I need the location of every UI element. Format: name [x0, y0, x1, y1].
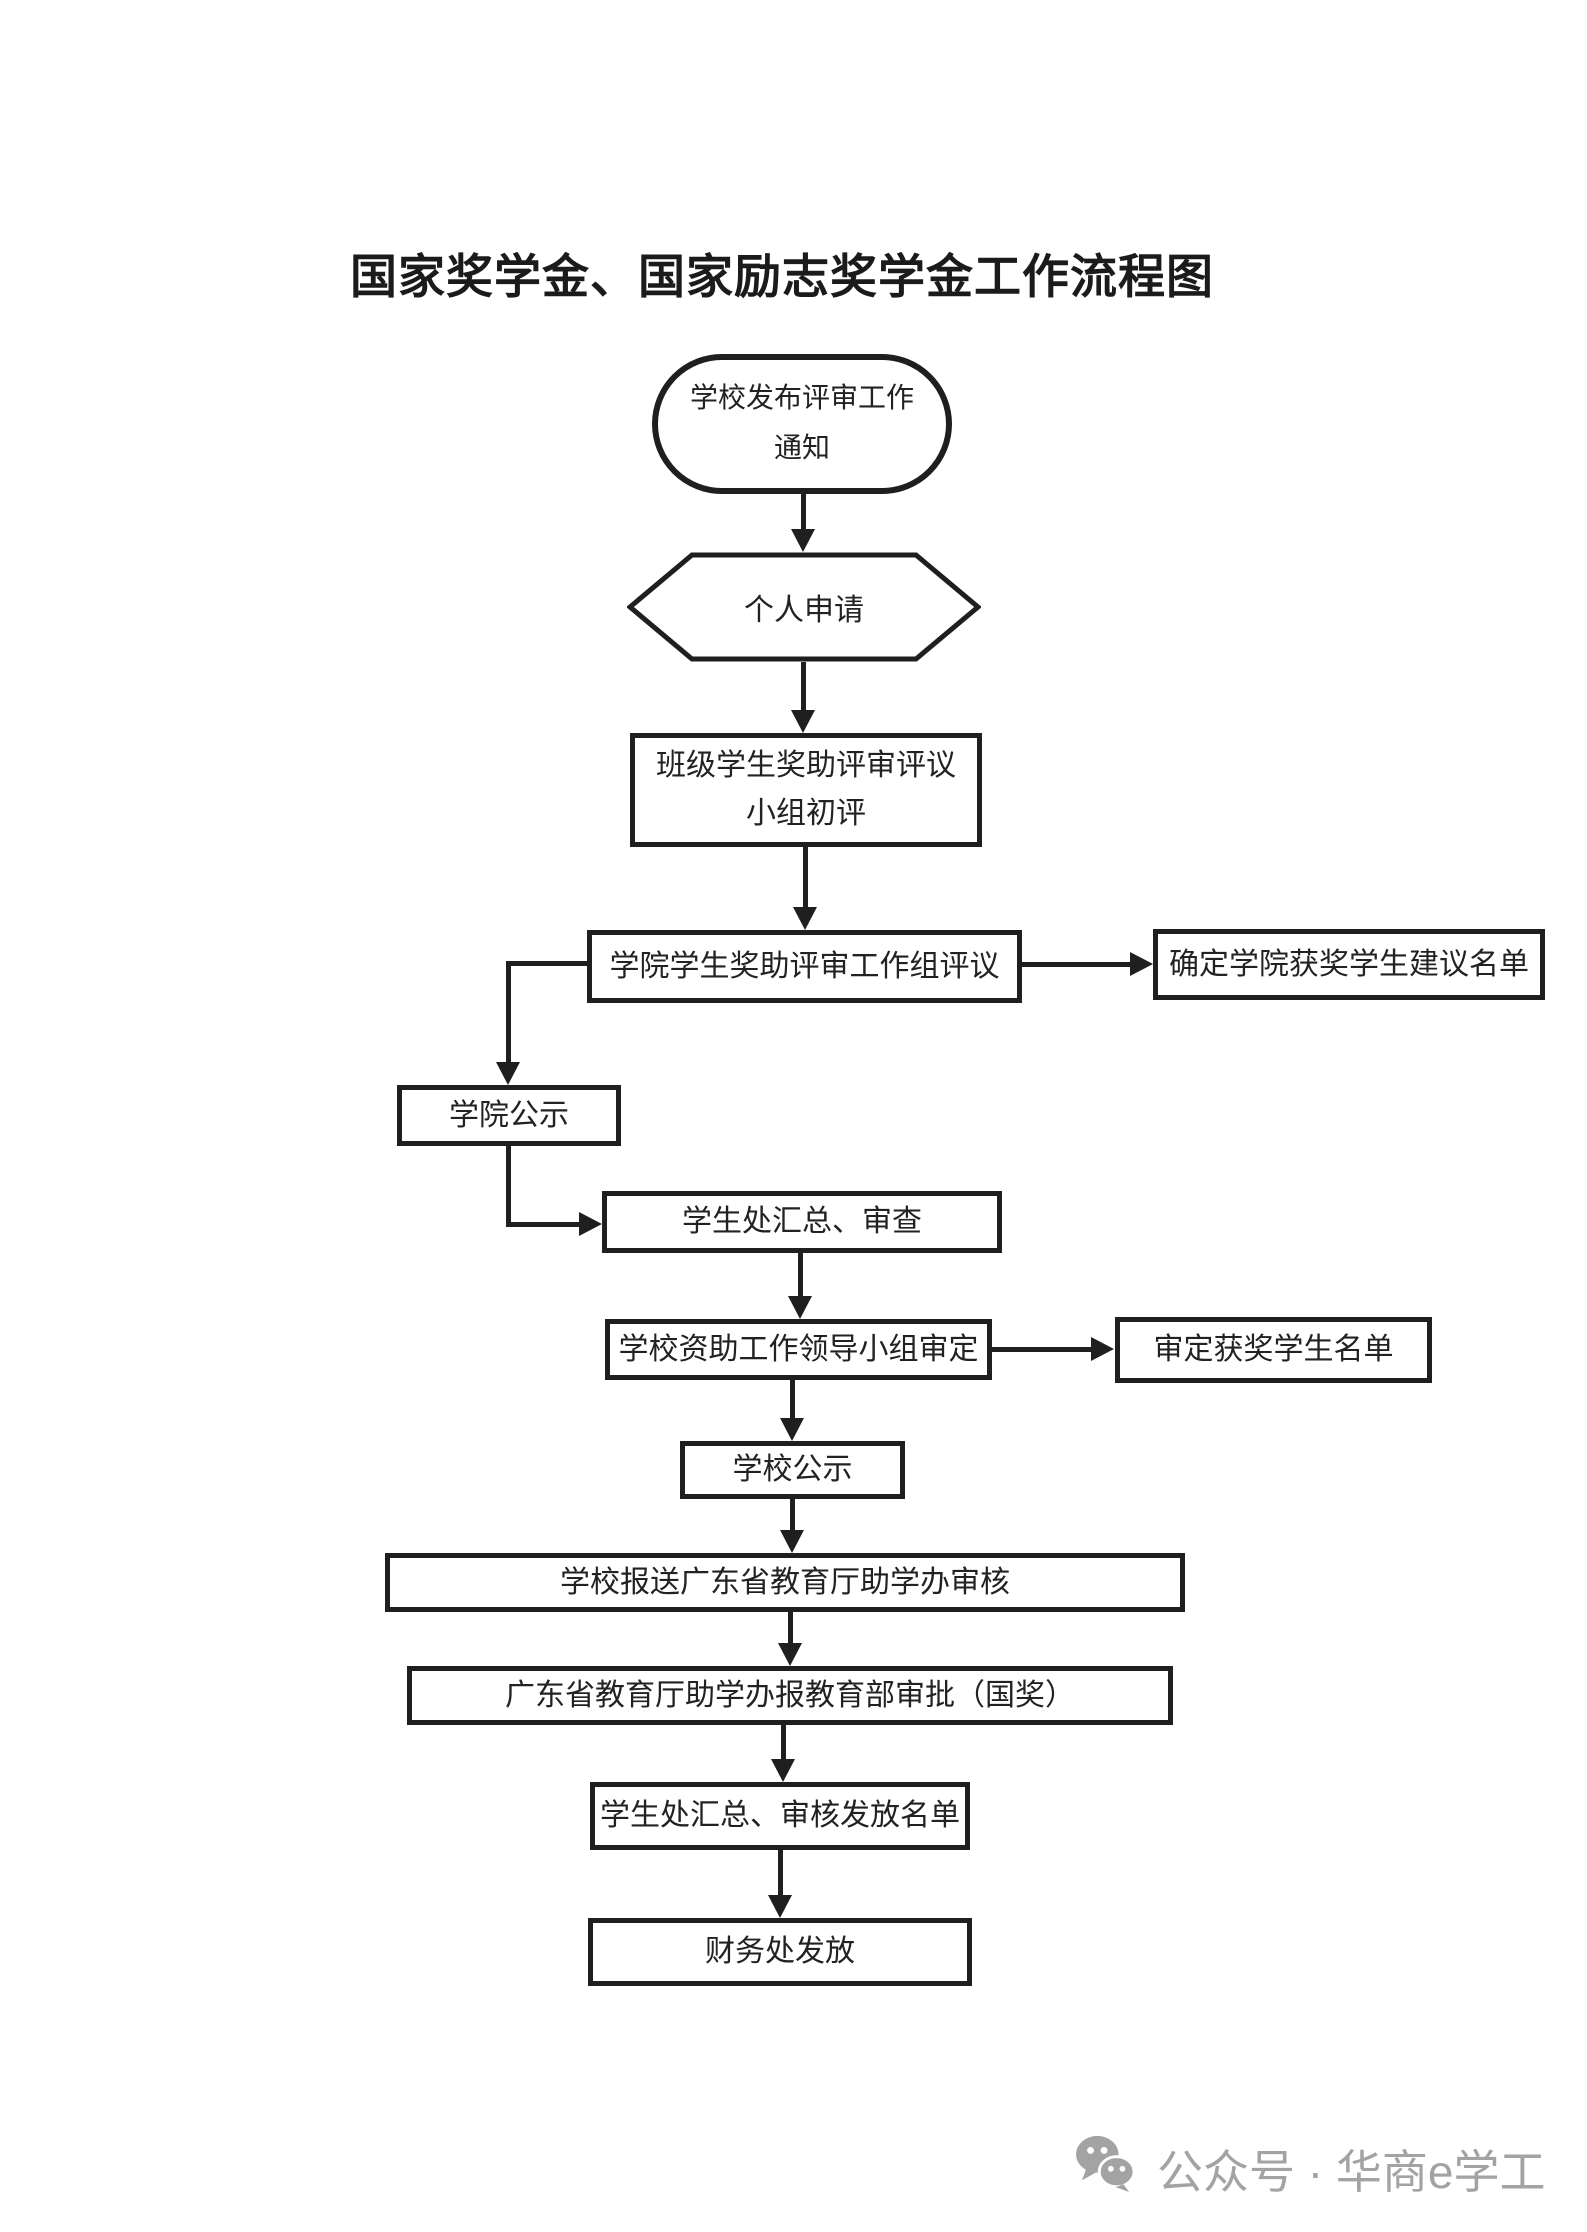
arrow-line	[1022, 962, 1132, 967]
node-label: 学校报送广东省教育厅助学办审核	[560, 1565, 1010, 1599]
footer-account-label: 公众号 · 华商e学工	[1157, 2145, 1546, 2198]
node-personal-application: 个人申请	[627, 552, 981, 662]
arrow-head-down	[768, 1895, 792, 1918]
node-student-affairs-review: 学生处汇总、审查	[602, 1191, 1002, 1253]
arrow-head-right	[1130, 952, 1153, 976]
arrow-head-down	[793, 907, 817, 930]
node-label: 学校发布评审工作	[689, 383, 914, 414]
arrow-line	[801, 662, 806, 712]
node-label: 班级学生奖助评审评议	[656, 749, 956, 782]
node-finance-disbursement: 财务处发放	[588, 1918, 972, 1986]
arrow-line	[788, 1612, 793, 1645]
node-school-publicity: 学校公示	[680, 1441, 905, 1499]
node-class-preliminary-review: 班级学生奖助评审评议 小组初评	[630, 733, 982, 847]
arrow-head-down	[791, 529, 815, 552]
arrow-line	[992, 1347, 1093, 1352]
node-label: 学生处汇总、审核发放名单	[600, 1799, 960, 1832]
arrow-line	[778, 1850, 783, 1897]
node-funding-leading-group: 学校资助工作领导小组审定	[605, 1319, 992, 1380]
arrow-line	[798, 1253, 803, 1297]
node-label: 通知	[773, 433, 830, 464]
arrow-line	[781, 1725, 786, 1761]
node-province-to-moe: 广东省教育厅助学办报教育部审批（国奖）	[407, 1666, 1173, 1725]
footer-watermark: 公众号 · 华商e学工	[1075, 2134, 1545, 2203]
node-label: 学校公示	[732, 1453, 853, 1486]
node-college-workgroup-review: 学院学生奖助评审工作组评议	[587, 930, 1022, 1003]
node-report-to-province: 学校报送广东省教育厅助学办审核	[385, 1553, 1185, 1612]
arrow-line	[790, 1499, 795, 1533]
node-label: 确定学院获奖学生建议名单	[1169, 947, 1529, 981]
node-grant-roster: 学生处汇总、审核发放名单	[590, 1782, 970, 1850]
arrow-head-right	[1091, 1337, 1114, 1361]
arrow-line	[803, 847, 808, 908]
node-label: 学校资助工作领导小组审定	[618, 1332, 979, 1366]
arrow-head-down	[778, 1643, 802, 1666]
arrow-line	[506, 1222, 581, 1227]
wechat-icon	[1075, 2134, 1137, 2203]
arrow-line	[801, 494, 806, 531]
node-label: 个人申请	[744, 594, 864, 627]
node-final-award-list: 审定获奖学生名单	[1115, 1317, 1432, 1383]
node-label: 学生处汇总、审查	[682, 1205, 922, 1238]
node-label: 审定获奖学生名单	[1153, 1333, 1394, 1366]
arrow-head-down	[780, 1418, 804, 1441]
arrow-head-down	[780, 1530, 804, 1553]
arrow-line	[506, 1146, 511, 1227]
node-label: 小组初评	[746, 797, 866, 830]
arrow-head-down	[496, 1062, 520, 1085]
arrow-head-down	[791, 710, 815, 733]
node-school-notice: 学校发布评审工作 通知	[652, 354, 952, 494]
node-college-suggestion-list: 确定学院获奖学生建议名单	[1153, 929, 1545, 1000]
node-label: 学院学生奖助评审工作组评议	[609, 949, 1000, 983]
page-title: 国家奖学金、国家励志奖学金工作流程图	[350, 252, 1214, 304]
hexagon-shape	[627, 552, 981, 662]
node-label: 学院公示	[449, 1098, 569, 1132]
arrow-line	[790, 1380, 795, 1420]
arrow-head-down	[771, 1759, 795, 1782]
node-label: 财务处发放	[705, 1935, 855, 1968]
arrow-line	[506, 961, 511, 1064]
arrow-head-right	[579, 1212, 602, 1236]
node-college-publicity: 学院公示	[397, 1085, 621, 1146]
node-label: 广东省教育厅助学办报教育部审批（国奖）	[505, 1678, 1075, 1712]
arrow-line	[506, 961, 587, 966]
arrow-head-down	[788, 1296, 812, 1319]
